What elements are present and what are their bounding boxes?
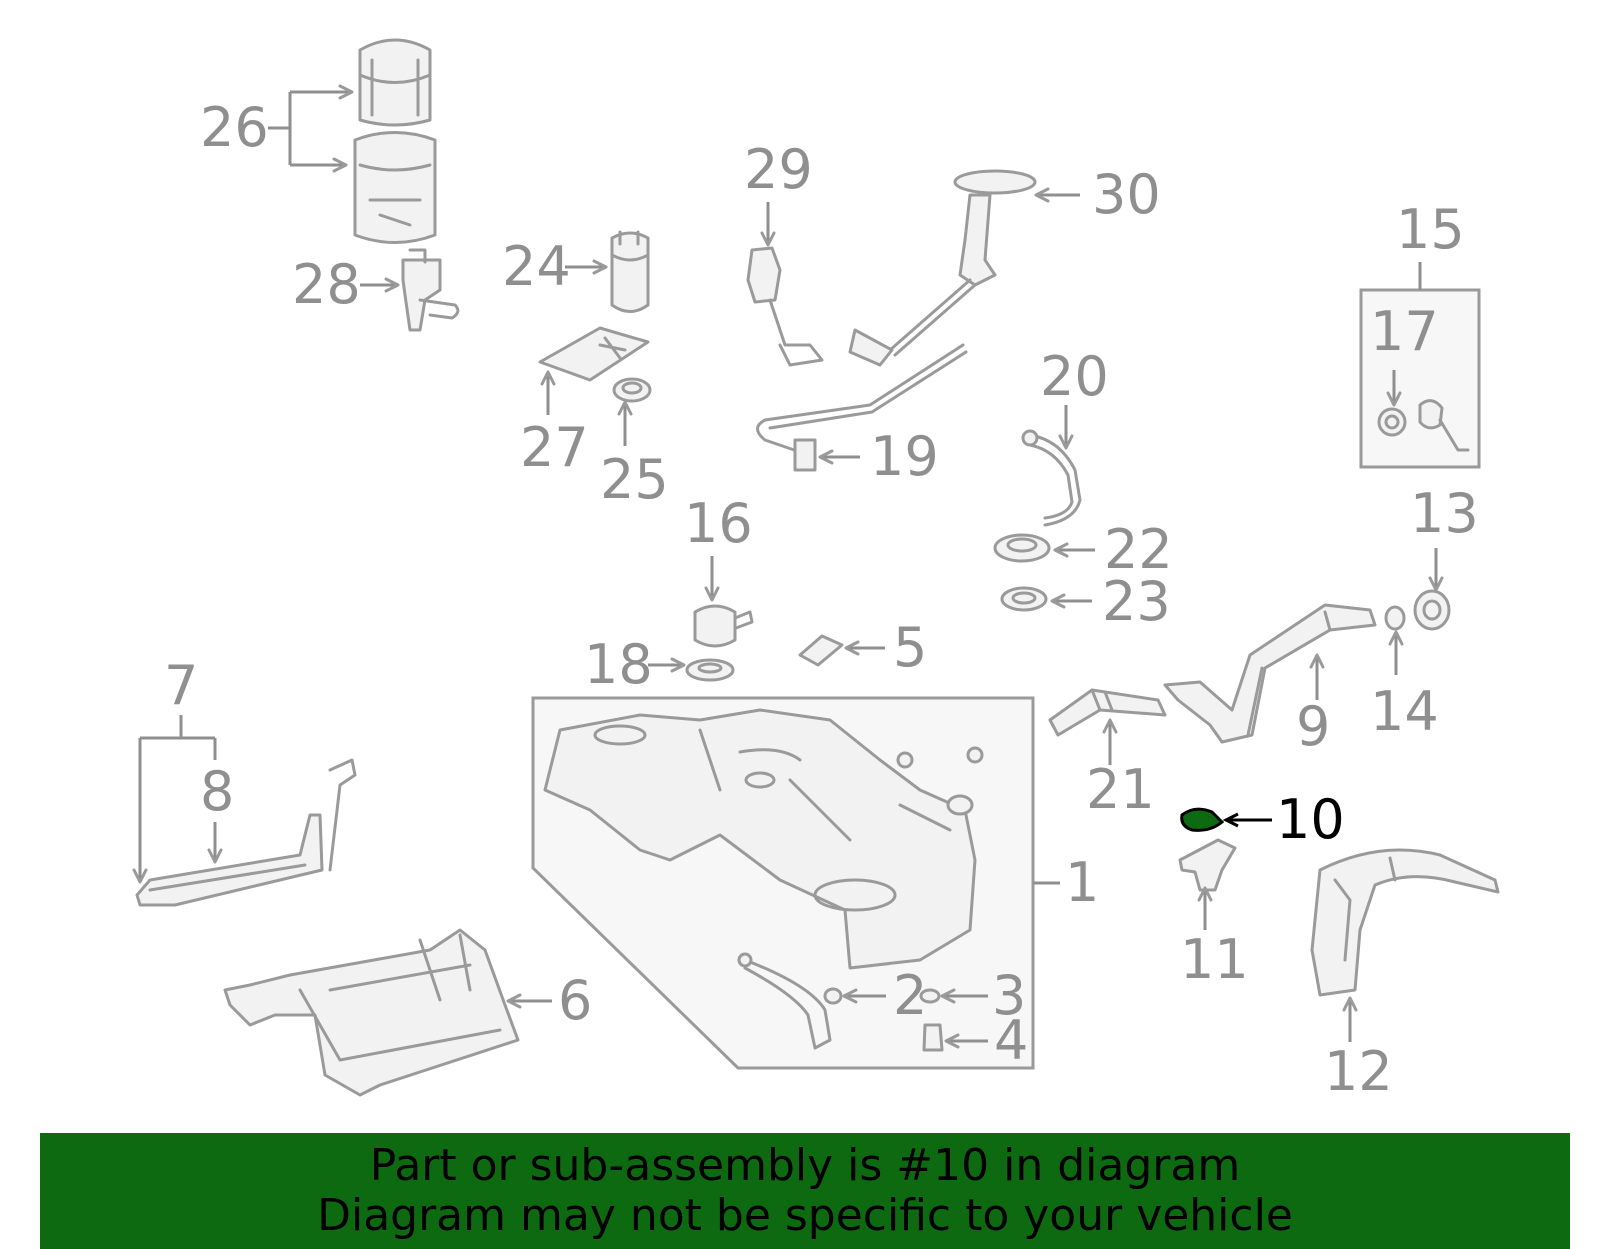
arrowhead-16 [704, 586, 720, 602]
part-23-ring[interactable] [1000, 586, 1048, 612]
part-6-protector[interactable] [223, 928, 520, 1097]
callout-14: 14 [1370, 680, 1439, 743]
callout-20: 20 [1040, 345, 1109, 408]
arrowhead-27 [540, 370, 556, 386]
callout-23: 23 [1102, 570, 1171, 633]
arrowhead-14 [1388, 630, 1404, 646]
callout-27: 27 [520, 416, 589, 479]
callout-9: 9 [1296, 695, 1330, 758]
arrowhead-20 [1058, 434, 1074, 450]
part-2-clip[interactable] [823, 987, 843, 1005]
part-26-filter-housing[interactable] [353, 38, 437, 244]
callout-25: 25 [600, 448, 669, 511]
part-15-group-box [1359, 288, 1481, 469]
arrowhead-10 [1222, 812, 1239, 828]
callout-24: 24 [502, 235, 571, 298]
callout-3: 3 [992, 964, 1026, 1027]
arrowhead-24 [592, 259, 608, 275]
arrowhead-22 [1053, 542, 1069, 558]
arrowhead-23 [1050, 593, 1066, 609]
callout-19: 19 [870, 425, 939, 488]
part-16-vent-valve[interactable] [693, 604, 754, 648]
part-20-hose[interactable] [1021, 429, 1082, 527]
arrowhead-4 [944, 1033, 960, 1049]
part-17-cap[interactable] [1377, 399, 1470, 452]
arrowhead-29 [760, 231, 776, 247]
part-18-gasket[interactable] [685, 658, 735, 682]
callout-16: 16 [684, 492, 753, 555]
part-27-strainer[interactable] [538, 326, 650, 382]
callout-30: 30 [1092, 163, 1161, 226]
part-8-strap[interactable] [135, 758, 357, 907]
arrowhead-8 [207, 848, 223, 864]
part-11-bracket[interactable] [1178, 838, 1237, 892]
info-banner: Part or sub-assembly is #10 in diagram D… [40, 1133, 1570, 1249]
part-29-sender-gauge[interactable] [746, 246, 824, 367]
callout-4: 4 [994, 1009, 1028, 1072]
part-25-ring[interactable] [612, 377, 652, 403]
arrowhead-21 [1102, 718, 1118, 734]
callout-12: 12 [1324, 1040, 1393, 1103]
part-13-filler-cap[interactable] [1413, 589, 1451, 631]
arrowhead-30 [1034, 187, 1050, 203]
callout-5: 5 [893, 616, 927, 679]
leader-26 [268, 90, 352, 167]
arrowhead-19 [818, 449, 834, 465]
part-1-fuel-tank[interactable] [543, 708, 984, 1050]
leader-7 [138, 715, 217, 882]
callout-26: 26 [200, 96, 269, 159]
arrowhead-2 [842, 988, 858, 1004]
callout-8: 8 [200, 760, 234, 823]
part-5-pad[interactable] [798, 634, 844, 667]
part-3-clip[interactable] [919, 988, 941, 1004]
callout-7: 7 [164, 654, 198, 717]
arrowhead-6 [506, 993, 522, 1009]
callout-6: 6 [558, 969, 592, 1032]
arrowhead-17 [1386, 391, 1402, 407]
arrowhead-12 [1342, 996, 1358, 1012]
part-12-fender-liner[interactable] [1310, 848, 1500, 997]
callout-10: 10 [1276, 788, 1345, 851]
arrowhead-18 [670, 657, 686, 673]
part-22-gasket[interactable] [993, 533, 1051, 563]
banner-line-2: Diagram may not be specific to your vehi… [317, 1190, 1293, 1241]
part-19-tube[interactable] [756, 343, 968, 472]
arrowhead-26a [338, 84, 354, 100]
arrowhead-25 [617, 400, 633, 416]
part-4-drain-plug[interactable] [922, 1023, 944, 1052]
part-28-valve[interactable] [401, 248, 460, 332]
callout-15: 15 [1396, 198, 1465, 261]
callout-17: 17 [1370, 300, 1439, 363]
part-24-fuel-pump[interactable] [610, 230, 650, 313]
callout-13: 13 [1410, 482, 1479, 545]
callout-29: 29 [744, 138, 813, 201]
arrowhead-7 [132, 868, 148, 884]
arrowhead-9 [1309, 653, 1325, 669]
part-10-clip-highlighted[interactable] [1180, 807, 1225, 832]
banner-line-1: Part or sub-assembly is #10 in diagram [369, 1140, 1241, 1191]
part-30-pump-bracket[interactable] [848, 169, 1037, 367]
arrowhead-3 [940, 988, 956, 1004]
callout-11: 11 [1180, 928, 1249, 991]
callout-21: 21 [1086, 758, 1155, 821]
arrowhead-13 [1428, 576, 1444, 592]
callout-1: 1 [1065, 851, 1099, 914]
arrowhead-28 [384, 277, 400, 293]
callout-18: 18 [584, 633, 653, 696]
part-21-hose[interactable] [1048, 688, 1167, 737]
callout-22: 22 [1104, 518, 1173, 581]
part-9-filler-neck[interactable] [1163, 603, 1377, 744]
arrowhead-26b [332, 157, 348, 173]
arrowhead-5 [844, 640, 860, 656]
arrowhead-11 [1197, 886, 1213, 902]
part-14-gasket[interactable] [1384, 605, 1406, 631]
callout-28: 28 [292, 253, 361, 316]
